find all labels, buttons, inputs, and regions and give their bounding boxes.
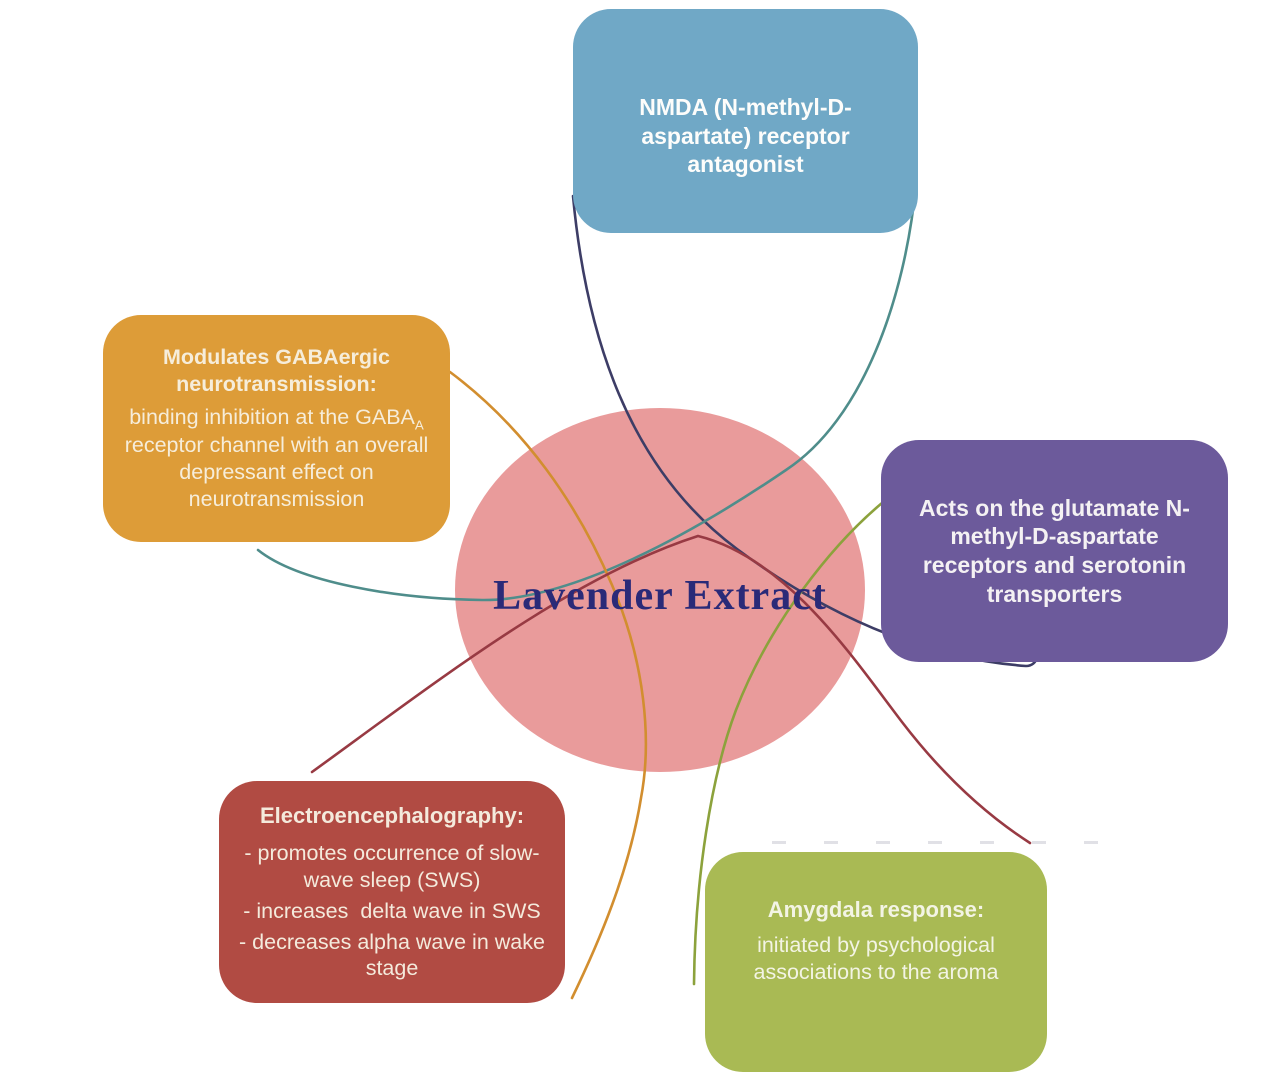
arc-gaba-to-eeg [448, 370, 648, 1000]
node-gaba-modulation: Modulates GABAergic neurotransmission: b… [103, 315, 450, 542]
cropped-text-artifact [772, 841, 1102, 844]
eeg-bullet-sws: - promotes occurrence of slow-wave sleep… [244, 841, 540, 892]
amygdala-title: Amygdala response: [767, 897, 985, 922]
glutamate-title: Acts on the glutamate N-methyl-D-asparta… [919, 494, 1190, 607]
arc-nmda-to-gaba [256, 182, 918, 602]
gaba-body-pre: binding inhibition at the GABA [129, 405, 415, 430]
gaba-title: Modulates GABAergic neurotransmission: [163, 345, 390, 397]
eeg-bullet-delta: - increases delta wave in SWS [243, 898, 541, 923]
gaba-body-post: receptor channel with an overall depress… [124, 432, 429, 511]
arc-eeg-to-amygdala [310, 534, 1032, 845]
node-glutamate-receptors: Acts on the glutamate N-methyl-D-asparta… [881, 440, 1228, 662]
amygdala-body: initiated by psychological associations … [753, 932, 999, 984]
nmda-title: NMDA (N-methyl-D-aspartate) receptor ant… [639, 94, 852, 178]
node-nmda-receptor-antagonist: NMDA (N-methyl-D-aspartate) receptor ant… [573, 9, 918, 233]
gaba-subscript-a: A [414, 417, 424, 433]
node-amygdala-response: Amygdala response: initiated by psycholo… [705, 852, 1047, 1072]
arc-glutamate-to-amygdala [692, 501, 884, 986]
center-circle [455, 408, 865, 772]
gaba-body: binding inhibition at the GABAA receptor… [123, 404, 430, 512]
node-electroencephalography: Electroencephalography: - promotes occur… [219, 781, 565, 1003]
eeg-bullet-alpha: - decreases alpha wave in wake stage [239, 930, 551, 981]
center-label: Lavender Extract [493, 573, 827, 619]
eeg-title: Electroencephalography: [259, 802, 525, 828]
